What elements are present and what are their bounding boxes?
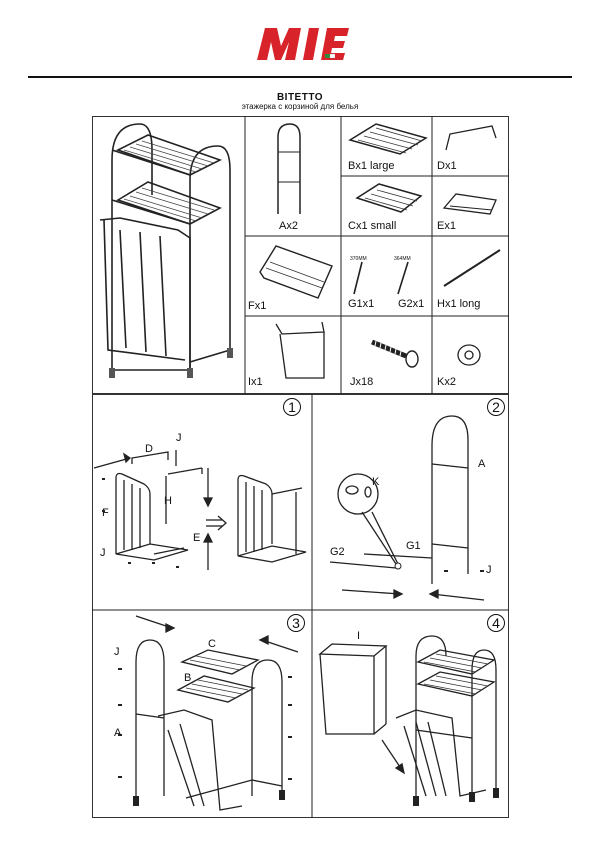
step-4-label-i: I bbox=[357, 630, 361, 642]
parts-panel bbox=[92, 116, 509, 394]
part-g2-label: G2x1 bbox=[398, 298, 425, 310]
part-i-illustration bbox=[275, 321, 325, 379]
step-1-label-h: H bbox=[164, 495, 172, 507]
step-1-label-j-top: J bbox=[176, 432, 182, 444]
product-title: BITETTO bbox=[276, 92, 324, 103]
part-e-label: Ex1 bbox=[437, 220, 456, 232]
step-1-badge: 1 bbox=[283, 398, 301, 416]
part-f-illustration bbox=[259, 245, 333, 299]
step-3-label-j: J bbox=[114, 646, 120, 658]
part-b-label: Bx1 large bbox=[348, 160, 395, 172]
assembled-product-illustration bbox=[99, 123, 233, 378]
step-2-label-g1: G1 bbox=[406, 540, 421, 552]
part-g1-label: G1x1 bbox=[348, 298, 375, 310]
part-j-screw-illustration bbox=[371, 339, 419, 368]
step-1-label-j-bottom: J bbox=[100, 547, 106, 559]
header-rule bbox=[28, 76, 572, 78]
step-1-label-d: D bbox=[145, 443, 153, 455]
part-e-illustration bbox=[442, 193, 497, 215]
part-a-label: Ax2 bbox=[279, 220, 298, 232]
part-g-illustration bbox=[353, 261, 409, 295]
step-2-badge: 2 bbox=[487, 398, 505, 416]
part-g2-dimension: 364MM bbox=[394, 256, 411, 262]
part-h-illustration bbox=[443, 249, 501, 287]
step-2-label-a: A bbox=[478, 458, 486, 470]
part-d-illustration bbox=[445, 125, 497, 151]
part-k-washer-illustration bbox=[457, 344, 481, 366]
step-1-label-e: E bbox=[193, 532, 201, 544]
part-f-label: Fx1 bbox=[248, 300, 267, 312]
steps-panel bbox=[92, 394, 509, 818]
step-2-label-k: K bbox=[372, 476, 380, 488]
part-b-illustration bbox=[348, 123, 428, 155]
step-3-label-a: A bbox=[114, 727, 122, 739]
part-a-illustration bbox=[277, 123, 301, 214]
part-c-label: Cx1 small bbox=[348, 220, 397, 232]
step-2-label-j: J bbox=[486, 564, 492, 576]
part-c-illustration bbox=[355, 183, 423, 213]
step-1-label-f: F bbox=[102, 507, 109, 519]
part-g1-dimension: 370MM bbox=[350, 256, 367, 262]
part-d-label: Dx1 bbox=[437, 160, 457, 172]
step-1-illustration bbox=[93, 450, 307, 570]
step-3-illustration bbox=[118, 615, 299, 811]
part-i-label: Ix1 bbox=[248, 376, 263, 388]
part-h-label: Hx1 long bbox=[437, 298, 481, 310]
step-4-illustration bbox=[318, 635, 499, 806]
step-2-label-g2: G2 bbox=[330, 546, 345, 558]
part-k-label: Kx2 bbox=[437, 376, 456, 388]
step-4-badge: 4 bbox=[487, 614, 505, 632]
step-2-illustration bbox=[329, 415, 485, 601]
step-3-badge: 3 bbox=[287, 614, 305, 632]
product-subtitle: этажерка с корзиной для белья bbox=[241, 102, 359, 111]
mie-logo bbox=[257, 28, 349, 60]
step-3-label-c: C bbox=[208, 638, 216, 650]
part-j-label: Jx18 bbox=[350, 376, 374, 388]
step-3-label-b: B bbox=[184, 672, 192, 684]
